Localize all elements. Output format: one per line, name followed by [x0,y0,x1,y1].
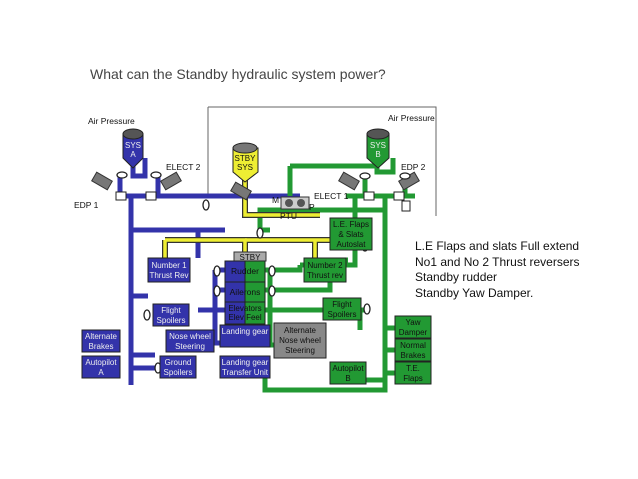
te-flaps-box: T.E. Flaps [394,361,432,385]
le-flaps-box: L.E. Flaps & Slats Autoslat [329,217,373,251]
svg-text:Alternate: Alternate [284,326,317,335]
yaw-damper-box: Yaw Damper [394,315,432,339]
svg-text:Spoilers: Spoilers [157,316,186,325]
stby-reservoir: STBY SYS [232,142,259,183]
answer-item: No1 and No 2 Thrust reversers [415,254,580,269]
svg-text:Brakes: Brakes [89,342,114,351]
elect2-label: ELECT 2 [166,162,201,172]
svg-text:Damper: Damper [399,328,428,337]
slide-question: What can the Standby hydraulic system po… [90,66,386,82]
normal-brakes-box: Normal Brakes [394,338,432,362]
svg-text:Elev Feel: Elev Feel [228,313,262,322]
svg-text:Landing gear: Landing gear [222,327,269,336]
svg-text:T.E.: T.E. [406,364,420,373]
elect2-pump-icon [160,171,182,191]
landing-gear-box: Landing gear [219,324,271,348]
answer-list: L.E Flaps and slats Full extend No1 and … [415,239,580,301]
edp1-pump-icon [91,171,113,191]
air-pressure-left-label: Air Pressure [88,116,135,126]
svg-text:Ailerons: Ailerons [230,287,261,297]
svg-text:Nose wheel: Nose wheel [169,332,211,341]
nose-wheel-steering-box: Nose wheel Steering [165,329,215,353]
rudder-box: Rudder [224,260,266,283]
ptu-label: PTU [280,211,297,221]
svg-text:B: B [375,150,380,159]
svg-text:Flight: Flight [161,306,181,315]
elect1-label: ELECT 1 [314,191,349,201]
stby-sys-label: STBY [235,154,257,163]
answer-item: Standby rudder [415,270,498,284]
svg-text:Brakes: Brakes [401,351,426,360]
flight-spoilers-a-box: Flight Spoilers [152,303,190,327]
svg-text:STBY: STBY [240,253,262,262]
pumps [91,171,420,201]
svg-text:Autoslat: Autoslat [337,240,367,249]
svg-text:Steering: Steering [285,346,315,355]
svg-text:Nose wheel: Nose wheel [279,336,321,345]
autopilot-a-box: Autopilot A [81,355,121,379]
svg-text:Thrust rev: Thrust rev [307,271,343,280]
elect1-pump-icon [338,171,360,191]
alternate-brakes-box: Alternate Brakes [81,329,121,353]
svg-text:Autopilot: Autopilot [332,364,364,373]
svg-text:Flight: Flight [332,300,352,309]
svg-text:A: A [130,150,136,159]
outline-wire [207,106,437,216]
edp1-label: EDP 1 [74,200,99,210]
svg-text:L.E. Flaps: L.E. Flaps [333,220,369,229]
svg-text:SYS: SYS [237,163,253,172]
ailerons-box: Ailerons [224,281,266,303]
m-label: M [272,195,279,205]
number2-thrust-rev-box: Number 2 Thrust rev [303,257,347,283]
answer-item: Standby Yaw Damper. [415,285,534,300]
svg-text:Spoilers: Spoilers [164,368,193,377]
svg-text:& Slats: & Slats [338,230,363,239]
svg-text:Alternate: Alternate [85,332,118,341]
svg-text:Normal: Normal [400,341,426,350]
svg-text:B: B [345,374,350,383]
svg-text:Thrust Rev: Thrust Rev [149,271,188,280]
ptu-unit [280,196,310,210]
svg-text:Transfer Unit: Transfer Unit [222,368,269,377]
stby-pump-icon [230,181,252,201]
sys-a-reservoir: SYS A [122,128,144,169]
edp2-label: EDP 2 [401,162,426,172]
ground-spoilers-box: Ground Spoilers [159,355,197,379]
diagram-labels: Air Pressure Air Pressure ELECT 2 ELECT … [74,113,435,221]
sys-a-label: SYS [125,141,141,150]
elevators-box: Elevators Elev Feel [224,301,266,325]
autopilot-b-box: Autopilot B [329,361,367,385]
svg-text:Spoilers: Spoilers [328,310,357,319]
svg-text:A: A [98,368,104,377]
sys-b-reservoir: SYS B [366,128,390,169]
svg-text:Landing gear: Landing gear [222,358,269,367]
svg-text:Ground: Ground [165,358,192,367]
svg-text:Number 2: Number 2 [307,261,343,270]
flight-spoilers-b-box: Flight Spoilers [322,297,362,321]
landing-gear-transfer-box: Landing gear Transfer Unit [219,355,271,379]
air-pressure-right-label: Air Pressure [388,113,435,123]
svg-text:Flaps: Flaps [403,374,423,383]
number1-thrust-rev-box: Number 1 Thrust Rev [147,257,191,283]
svg-text:Steering: Steering [175,342,205,351]
svg-text:Elevators: Elevators [228,304,261,313]
p-label: P [309,202,315,212]
svg-text:Rudder: Rudder [231,266,259,276]
svg-text:Autopilot: Autopilot [85,358,117,367]
check-valves [115,191,411,212]
svg-text:Yaw: Yaw [406,318,421,327]
alt-nose-wheel-steering-box: Alternate Nose wheel Steering [273,322,327,359]
svg-text:Number 1: Number 1 [151,261,187,270]
answer-item: L.E Flaps and slats Full extend [415,239,580,253]
sys-b-label: SYS [370,141,386,150]
